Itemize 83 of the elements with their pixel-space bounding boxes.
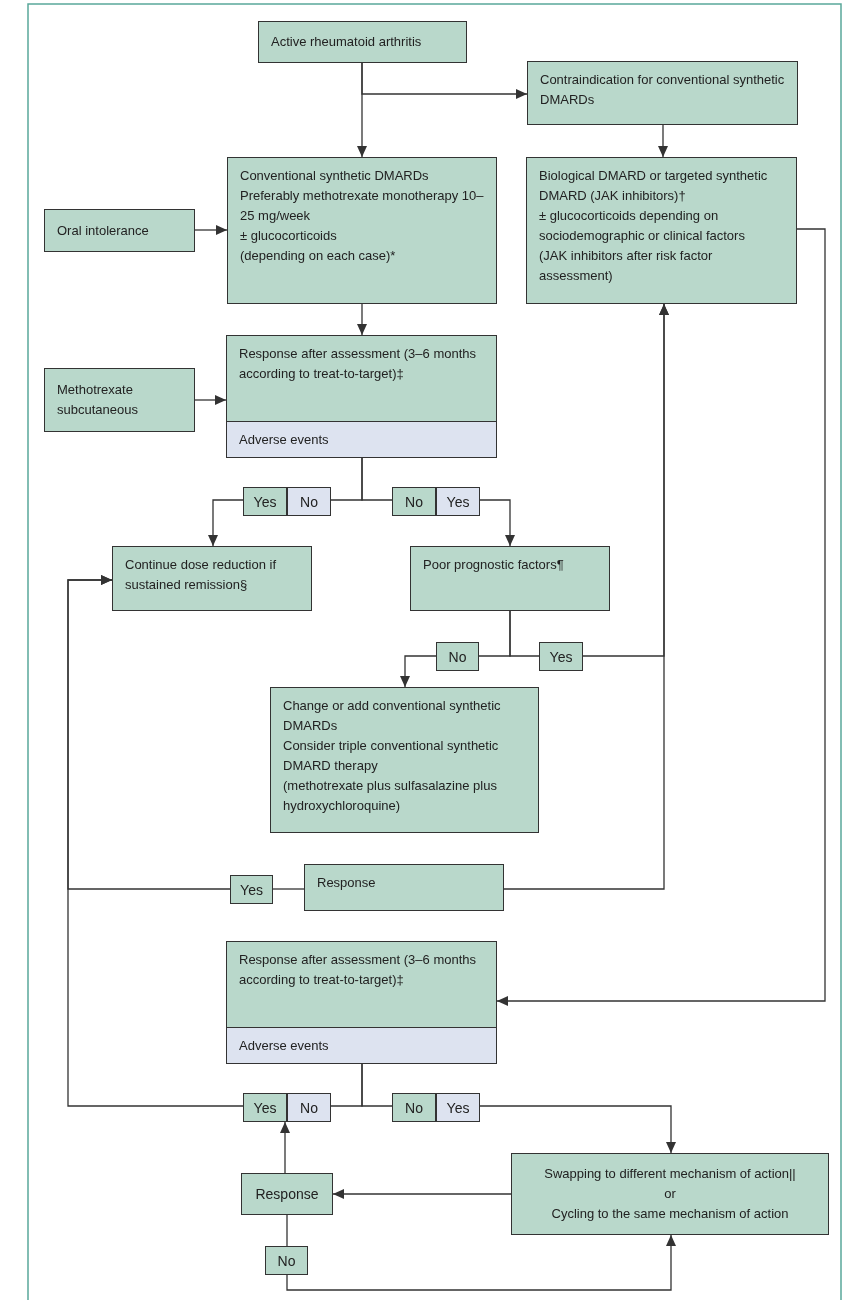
- process-box: [270, 687, 539, 833]
- arrow: [332, 1189, 512, 1199]
- node-text: No: [404, 492, 424, 512]
- node-text: No: [276, 1251, 297, 1271]
- arrow: [479, 1105, 676, 1154]
- answer-box: [287, 1093, 331, 1122]
- arrow: [280, 1121, 290, 1174]
- node-text: Cycling to the same mechanism of action: [550, 1205, 790, 1223]
- node-text: Biological DMARD or targeted synthetic DMARD (JAK inhibitors)†: [538, 167, 769, 205]
- node-text: No: [299, 492, 319, 512]
- arrow: [400, 655, 437, 688]
- answer-box: [392, 487, 436, 516]
- node-text: Continue dose reduction if sustained remission§: [124, 556, 278, 594]
- node-text: Yes: [252, 492, 278, 512]
- node-text: ± glucocorticoids depending on sociodemographic or clinical factors: [538, 207, 746, 245]
- arrow: [658, 124, 668, 158]
- arrow: [479, 499, 515, 547]
- node-text: Active rheumatoid arthritis: [270, 33, 423, 51]
- connector-line: [361, 457, 393, 501]
- node-text: Oral intolerance: [56, 221, 150, 240]
- node-text: Contraindication for conventional synthetic DMARDs: [539, 71, 786, 109]
- arrow: [286, 1234, 676, 1291]
- process-box: [258, 21, 467, 63]
- answer-box: [287, 487, 331, 516]
- arrow: [67, 575, 244, 1107]
- answer-box: [436, 487, 480, 516]
- arrow: [208, 499, 244, 547]
- process-box: [527, 61, 798, 125]
- node-text: Yes: [239, 880, 264, 900]
- node-text: Methotrexate subcutaneous: [56, 381, 139, 419]
- answer-box: [539, 642, 583, 671]
- node-text: Conventional synthetic DMARDs: [239, 167, 430, 185]
- node-text: Response after assessment (3–6 months according to treat-to-target)‡: [238, 345, 477, 383]
- connector-line: [272, 888, 305, 890]
- process-box: [410, 546, 610, 611]
- arrow: [361, 62, 528, 99]
- answer-box: [230, 875, 273, 904]
- arrow: [357, 303, 367, 336]
- answer-box: [436, 642, 479, 671]
- process-box: [304, 864, 504, 911]
- node-text: Response: [254, 1185, 320, 1204]
- node-text: Consider triple conventional synthetic DMARD therapy: [282, 737, 500, 775]
- node-text: (depending on each case)*: [239, 247, 397, 265]
- node-text: No: [447, 647, 468, 667]
- arrow: [503, 303, 669, 890]
- connector-line: [509, 610, 540, 657]
- node-text: Poor prognostic factors¶: [422, 556, 565, 574]
- node-text: Swapping to different mechanism of action||: [543, 1165, 797, 1183]
- arrow: [194, 395, 227, 405]
- answer-box: [392, 1093, 436, 1122]
- node-text: (methotrexate plus sulfasalazine plus hydroxychloroquine): [282, 777, 498, 815]
- answer-box: [436, 1093, 480, 1122]
- node-text: No: [404, 1098, 424, 1118]
- node-text: Change or add conventional synthetic DMARDs: [282, 697, 502, 735]
- node-text: Yes: [252, 1098, 278, 1118]
- process-box: [226, 941, 497, 1064]
- node-text: or: [663, 1185, 677, 1203]
- node-text: Yes: [445, 492, 471, 512]
- subsection-band: Adverse events: [227, 421, 496, 457]
- process-box: [526, 157, 797, 304]
- answer-box: [243, 1093, 287, 1122]
- connector-line: [286, 1214, 288, 1247]
- answer-box: [243, 487, 287, 516]
- arrow: [496, 228, 826, 1006]
- node-text: Response: [316, 874, 377, 892]
- process-box: [227, 157, 497, 304]
- node-text: Preferably methotrexate monotherapy 10–25 mg/week: [239, 187, 485, 225]
- answer-box: [241, 1173, 333, 1215]
- node-text: Yes: [548, 647, 574, 667]
- node-text: Yes: [445, 1098, 471, 1118]
- subsection-band: Adverse events: [227, 1027, 496, 1063]
- process-box: [44, 209, 195, 252]
- node-text: Response after assessment (3–6 months according to treat-to-target)‡: [238, 951, 477, 989]
- node-text: (JAK inhibitors after risk factor assessment): [538, 247, 714, 285]
- connector-line: [361, 1063, 393, 1107]
- arrow: [194, 225, 228, 235]
- process-box: [112, 546, 312, 611]
- answer-box: [265, 1246, 308, 1275]
- node-text: ± glucocorticoids: [239, 227, 338, 245]
- process-box: [226, 335, 497, 458]
- node-text: No: [299, 1098, 319, 1118]
- process-box: [511, 1153, 829, 1235]
- process-box: [44, 368, 195, 432]
